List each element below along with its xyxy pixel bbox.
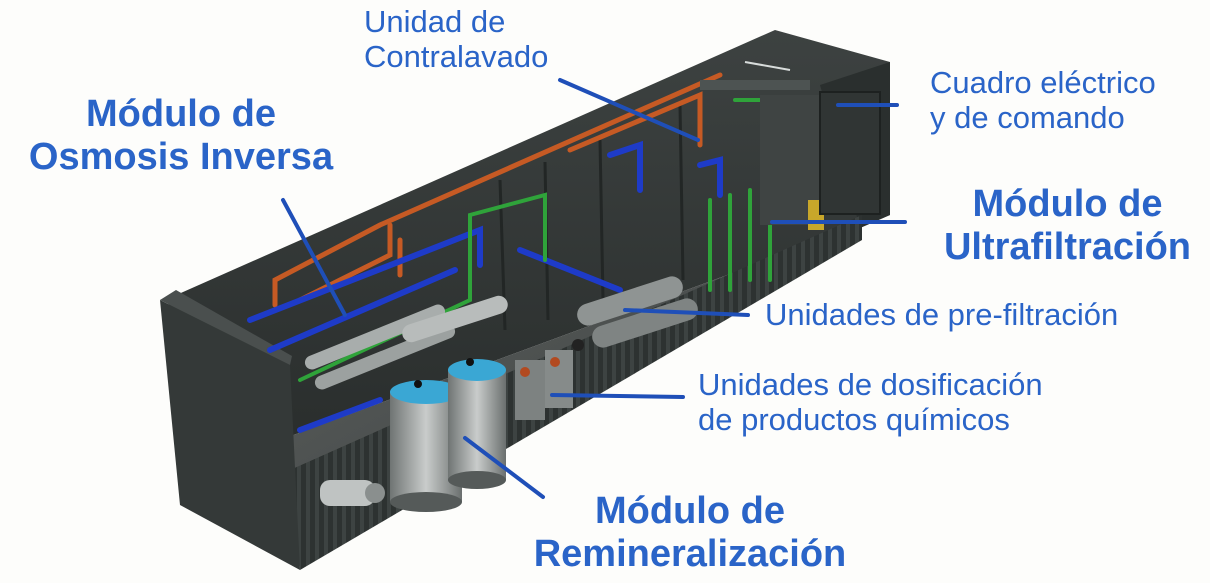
- label-remin-line1: Módulo de: [595, 490, 785, 532]
- label-electrical-line1: Cuadro eléctrico: [930, 65, 1156, 100]
- label-reverse-osmosis: Módulo de Osmosis Inversa: [0, 93, 362, 178]
- leader-lines: [281, 78, 907, 499]
- label-chemical-dosing: Unidades de dosificación de productos qu…: [698, 367, 1043, 437]
- label-electrical-line2: y de comando: [930, 99, 1125, 135]
- container-back-wall: [165, 30, 890, 440]
- label-ultrafiltration: Módulo de Ultrafiltración: [925, 183, 1210, 268]
- ro-membranes: [304, 295, 508, 390]
- label-electrical-panel: Cuadro eléctrico y de comando: [930, 65, 1156, 135]
- container-left-frame: [160, 290, 292, 365]
- label-remineralization: Módulo de Remineralización: [500, 490, 880, 575]
- label-dosing-line2: de productos químicos: [698, 401, 1010, 437]
- label-backwash: Unidad de Contralavado: [364, 4, 549, 74]
- label-backwash-line1: Unidad de: [364, 4, 506, 39]
- feed-pipes: [247, 140, 723, 433]
- pump: [320, 480, 385, 506]
- label-uf-line2: Ultrafiltración: [943, 225, 1192, 268]
- label-uf-line1: Módulo de: [972, 183, 1163, 225]
- container-left-end: [160, 300, 300, 570]
- leader-backwash: [558, 78, 700, 142]
- leader-prefilter: [623, 308, 750, 317]
- label-backwash-line2: Contralavado: [364, 38, 549, 74]
- leader-dosing: [550, 393, 685, 399]
- remineralization-tanks: [390, 358, 506, 512]
- label-dosing-line1: Unidades de dosificación: [698, 367, 1043, 402]
- label-prefiltration: Unidades de pre-filtración: [765, 297, 1119, 333]
- label-ro-line2: Osmosis Inversa: [28, 135, 334, 178]
- electrical-cabinet: [744, 61, 881, 215]
- label-ro-line1: Módulo de: [86, 93, 276, 135]
- dosing-tanks: [515, 339, 584, 420]
- leader-remin: [463, 436, 545, 499]
- leader-ro: [281, 198, 347, 317]
- label-prefilter-line1: Unidades de pre-filtración: [765, 297, 1119, 332]
- label-remin-line2: Remineralización: [533, 532, 847, 575]
- piping: [247, 72, 802, 433]
